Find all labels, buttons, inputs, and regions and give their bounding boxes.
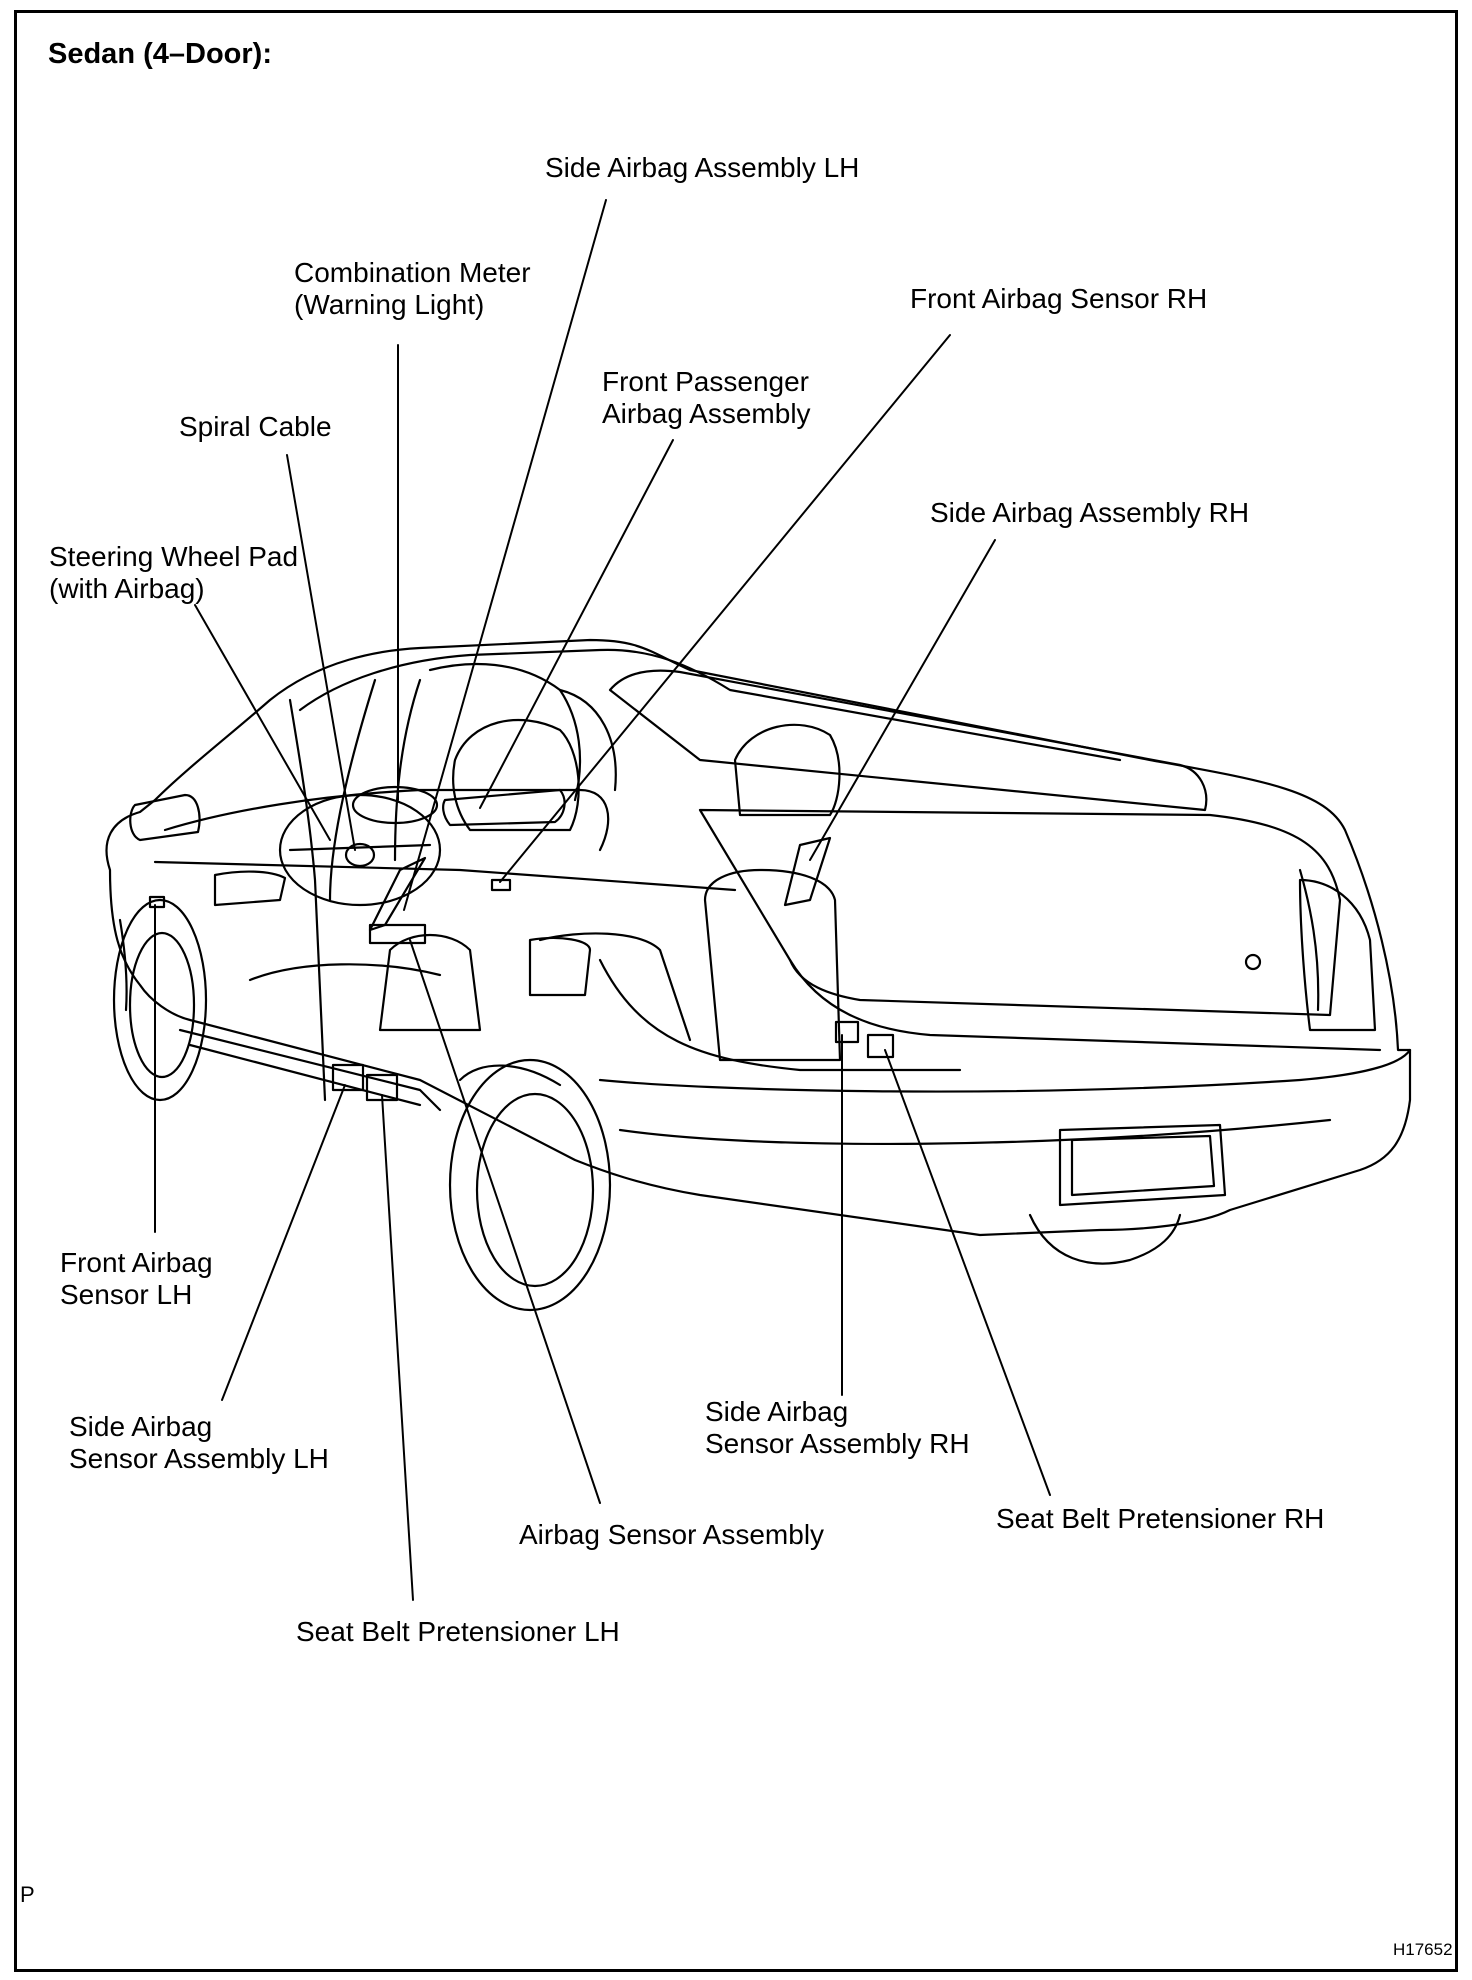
label-front-passenger-airbag: Front Passenger Airbag Assembly — [602, 366, 811, 430]
label-seat-belt-pretensioner-rh: Seat Belt Pretensioner RH — [996, 1503, 1325, 1534]
tail-light — [1298, 878, 1377, 1032]
roof-line — [298, 648, 1122, 762]
label-spiral-cable: Spiral Cable — [179, 411, 332, 442]
leader-front-airbag-sensor-rh — [499, 334, 951, 883]
trunk-lid — [698, 808, 1342, 1017]
label-front-airbag-sensor-lh-line1: Front Airbag — [60, 1247, 213, 1278]
page-border — [14, 10, 1458, 1972]
leader-side-airbag-rh — [809, 539, 996, 861]
margin-mark: P — [20, 1882, 35, 1907]
rear-seat — [733, 723, 841, 817]
label-front-airbag-sensor-lh: Front Airbag Sensor LH — [60, 1247, 213, 1311]
label-steering-wheel-line1: Steering Wheel Pad — [49, 541, 299, 572]
car-body-outline — [105, 638, 1412, 1237]
label-front-passenger-line1: Front Passenger — [602, 366, 809, 397]
fuel-lid-mark — [1244, 953, 1262, 971]
leader-side-sensor-lh — [221, 1084, 346, 1401]
label-front-airbag-sensor-lh-line2: Sensor LH — [60, 1279, 193, 1310]
front-airbag-sensor-lh-part — [148, 895, 166, 909]
front-seat — [452, 718, 580, 832]
label-side-sensor-lh-line1: Side Airbag — [69, 1411, 213, 1442]
airbag-sensor-part — [368, 923, 427, 945]
leader-side-airbag-lh — [403, 199, 607, 911]
seat-belt-rh-part — [866, 1033, 895, 1059]
leader-seat-belt-lh — [381, 1094, 414, 1601]
label-steering-wheel-pad: Steering Wheel Pad (with Airbag) — [49, 541, 298, 605]
rear-left-wheel — [448, 1058, 612, 1312]
rear-bumper — [598, 1048, 1412, 1093]
front-left-wheel — [112, 898, 208, 1102]
label-steering-wheel-line2: (with Airbag) — [49, 573, 205, 604]
label-front-airbag-sensor-rh: Front Airbag Sensor RH — [910, 283, 1208, 314]
side-sensor-rh-part — [834, 1020, 860, 1044]
label-side-airbag-sensor-rh: Side Airbag Sensor Assembly RH — [705, 1396, 970, 1460]
license-plate — [1058, 1123, 1227, 1207]
leader-airbag-sensor-assembly — [409, 939, 601, 1504]
label-airbag-sensor-assembly: Airbag Sensor Assembly — [519, 1519, 825, 1550]
label-side-sensor-lh-line2: Sensor Assembly LH — [69, 1443, 329, 1474]
diagram-heading: Sedan (4–Door): — [48, 38, 272, 70]
rear-window — [608, 669, 1208, 812]
label-seat-belt-pretensioner-lh: Seat Belt Pretensioner LH — [296, 1616, 620, 1647]
label-side-sensor-rh-line2: Sensor Assembly RH — [705, 1428, 970, 1459]
front-passenger-airbag — [442, 788, 566, 827]
label-combination-meter-line1: Combination Meter — [294, 257, 531, 288]
side-mirror — [129, 793, 201, 842]
rear-right-wheel — [1028, 1213, 1182, 1265]
leader-spiral-cable — [286, 454, 356, 851]
label-side-sensor-rh-line1: Side Airbag — [705, 1396, 849, 1427]
leader-seat-belt-rh — [884, 1049, 1051, 1496]
label-side-airbag-sensor-lh: Side Airbag Sensor Assembly LH — [69, 1411, 329, 1475]
leader-steering-wheel-pad — [194, 604, 331, 841]
label-front-passenger-line2: Airbag Assembly — [602, 398, 811, 429]
label-side-airbag-assembly-lh: Side Airbag Assembly LH — [545, 152, 860, 183]
side-sensor-lh-part — [331, 1063, 365, 1092]
label-side-airbag-assembly-rh: Side Airbag Assembly RH — [930, 497, 1250, 528]
side-airbag-rh-part — [783, 836, 832, 907]
label-combination-meter: Combination Meter (Warning Light) — [294, 257, 531, 321]
leader-front-passenger-airbag — [479, 439, 674, 809]
figure-code: H17652 — [1393, 1940, 1453, 1959]
label-combination-meter-line2: (Warning Light) — [294, 289, 485, 320]
dashboard — [163, 788, 610, 852]
